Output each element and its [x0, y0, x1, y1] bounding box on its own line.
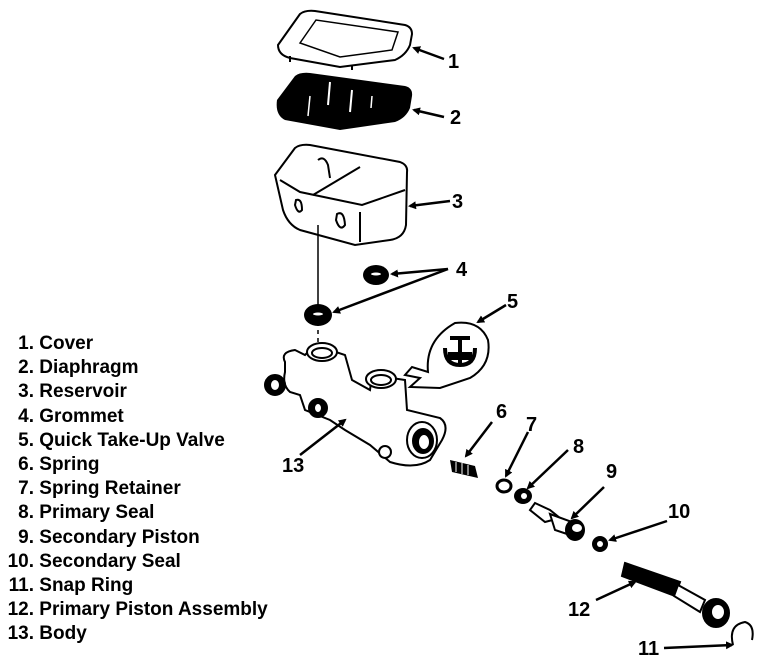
legend-item: 6. Spring [18, 454, 100, 476]
part-grommet [304, 265, 389, 326]
part-reservoir [273, 143, 409, 247]
legend-item: 12. Primary Piston Assembly [7, 599, 268, 621]
legend-item: 7. Spring Retainer [18, 478, 181, 500]
leader-4b [332, 267, 449, 314]
callout-3: 3 [452, 191, 463, 213]
legend-item: 5. Quick Take-Up Valve [18, 429, 225, 451]
part-primary-piston-assembly [620, 561, 730, 628]
leader-4a [390, 267, 449, 278]
leader-3 [408, 199, 451, 210]
callout-7: 7 [526, 414, 537, 436]
part-body [264, 342, 447, 467]
legend-item: 2. Diaphragm [18, 357, 139, 379]
leader-12 [595, 580, 637, 602]
callout-11: 11 [638, 638, 659, 658]
part-secondary-seal [592, 536, 608, 552]
leader-10 [608, 519, 668, 542]
part-spring-retainer [495, 478, 513, 494]
part-spring [450, 460, 478, 478]
callout-10: 10 [668, 501, 690, 523]
legend-item: 8. Primary Seal [18, 502, 155, 524]
part-primary-seal [514, 488, 532, 504]
legend-item: 3. Reservoir [18, 381, 127, 403]
callout-1: 1 [448, 51, 459, 73]
leader-9 [570, 486, 605, 520]
leader-13 [299, 418, 347, 456]
legend-item: 1. Cover [18, 333, 94, 354]
callout-5: 5 [507, 291, 518, 313]
legend-item: 9. Secondary Piston [18, 526, 200, 548]
part-secondary-piston [528, 501, 585, 541]
callout-8: 8 [573, 436, 584, 458]
callout-6: 6 [496, 401, 507, 423]
legend-item: 11. Snap Ring [8, 575, 134, 597]
callout-12: 12 [568, 599, 590, 621]
leader-2 [412, 107, 445, 119]
legend-item: 10. Secondary Seal [7, 550, 181, 572]
leader-7 [504, 431, 530, 478]
parts-legend: 1. Cover 2. Diaphragm 3. Reservoir 4. Gr… [4, 332, 268, 647]
part-diaphragm [276, 72, 413, 130]
leader-11 [663, 641, 734, 650]
legend-item: 13. Body [7, 623, 87, 645]
callout-2: 2 [450, 107, 461, 129]
part-snap-ring [730, 620, 754, 646]
leader-1 [412, 46, 445, 61]
callout-9: 9 [606, 461, 617, 483]
part-cover [276, 9, 414, 70]
callout-4: 4 [456, 259, 468, 281]
leader-5 [476, 303, 507, 324]
legend-item: 4. Grommet [18, 405, 124, 427]
callout-13: 13 [282, 455, 304, 477]
part-quick-take-up-valve [403, 321, 490, 390]
leader-6 [464, 421, 493, 458]
leader-8 [526, 449, 569, 490]
